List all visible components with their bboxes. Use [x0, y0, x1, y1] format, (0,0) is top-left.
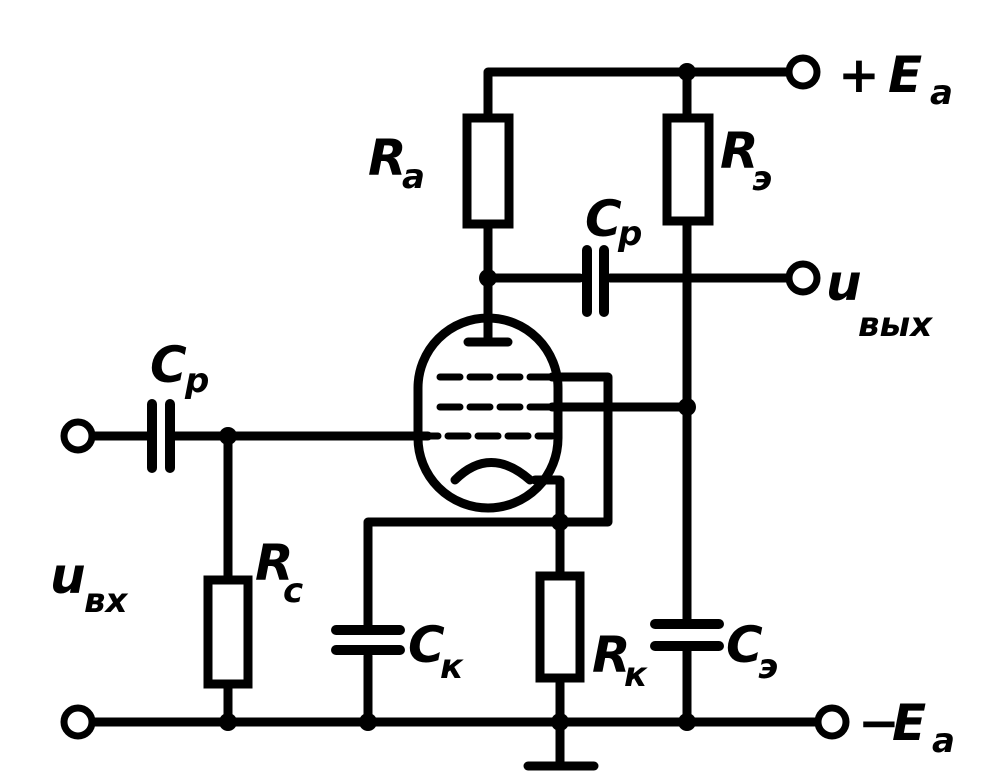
junction-cathode	[551, 513, 569, 531]
terminal-output	[785, 260, 821, 296]
label-cp-in-sub: p	[184, 361, 209, 401]
resistor-rk	[535, 571, 585, 683]
label-rs: R	[720, 122, 759, 180]
label-rs-sub: э	[752, 159, 772, 199]
capacitor-cp-output	[582, 245, 609, 317]
junction-bottom-rk	[551, 713, 569, 731]
resistor-rc	[203, 575, 253, 689]
resistor-ra	[462, 113, 514, 229]
junction-bottom-cs	[678, 713, 696, 731]
capacitor-cs	[650, 619, 724, 651]
label-cs-sub: э	[758, 647, 778, 687]
label-cs: C	[726, 616, 763, 674]
pentode-tube	[413, 313, 563, 513]
wire-top-rail	[483, 67, 795, 120]
wire-ck-branch	[363, 517, 565, 633]
label-u-in: u	[50, 547, 86, 605]
terminal-supply-positive	[785, 54, 821, 90]
junction-screen	[678, 398, 696, 416]
label-rc-sub: c	[283, 571, 303, 611]
label-cp-in: C	[150, 336, 187, 394]
label-ra: R	[368, 129, 407, 187]
terminal-supply-negative	[814, 704, 850, 740]
label-supply-neg-sign: −	[858, 694, 900, 752]
label-rc: R	[255, 534, 294, 592]
junction-bottom-rc	[219, 713, 237, 731]
label-ck: C	[408, 616, 445, 674]
label-supply-pos-sign: +	[838, 46, 880, 104]
label-supply-neg: E	[892, 694, 926, 752]
label-ck-sub: к	[440, 647, 464, 687]
label-ra-sub: a	[402, 157, 425, 197]
label-supply-neg-sub: a	[932, 721, 955, 761]
label-u-in-sub: вх	[84, 581, 129, 621]
label-rk: R	[592, 626, 631, 684]
terminal-input	[60, 418, 96, 454]
label-cp-out-sub: p	[617, 214, 642, 254]
wire-suppressor-loop	[547, 372, 613, 527]
capacitor-ck	[331, 625, 405, 655]
junction-plate	[479, 269, 497, 287]
resistor-rs	[662, 113, 714, 226]
terminal-input-ground	[60, 704, 96, 740]
label-supply-pos-sub: a	[930, 73, 953, 113]
junction-grid	[219, 427, 237, 445]
label-supply-pos: E	[888, 46, 922, 104]
capacitor-cp-input	[147, 399, 175, 473]
junction-bottom-ck	[359, 713, 377, 731]
label-cp-out: C	[585, 190, 622, 248]
label-u-out: u	[826, 254, 862, 312]
junction-top	[678, 63, 696, 81]
label-rk-sub: к	[624, 655, 648, 695]
label-u-out-sub: вых	[858, 305, 933, 345]
